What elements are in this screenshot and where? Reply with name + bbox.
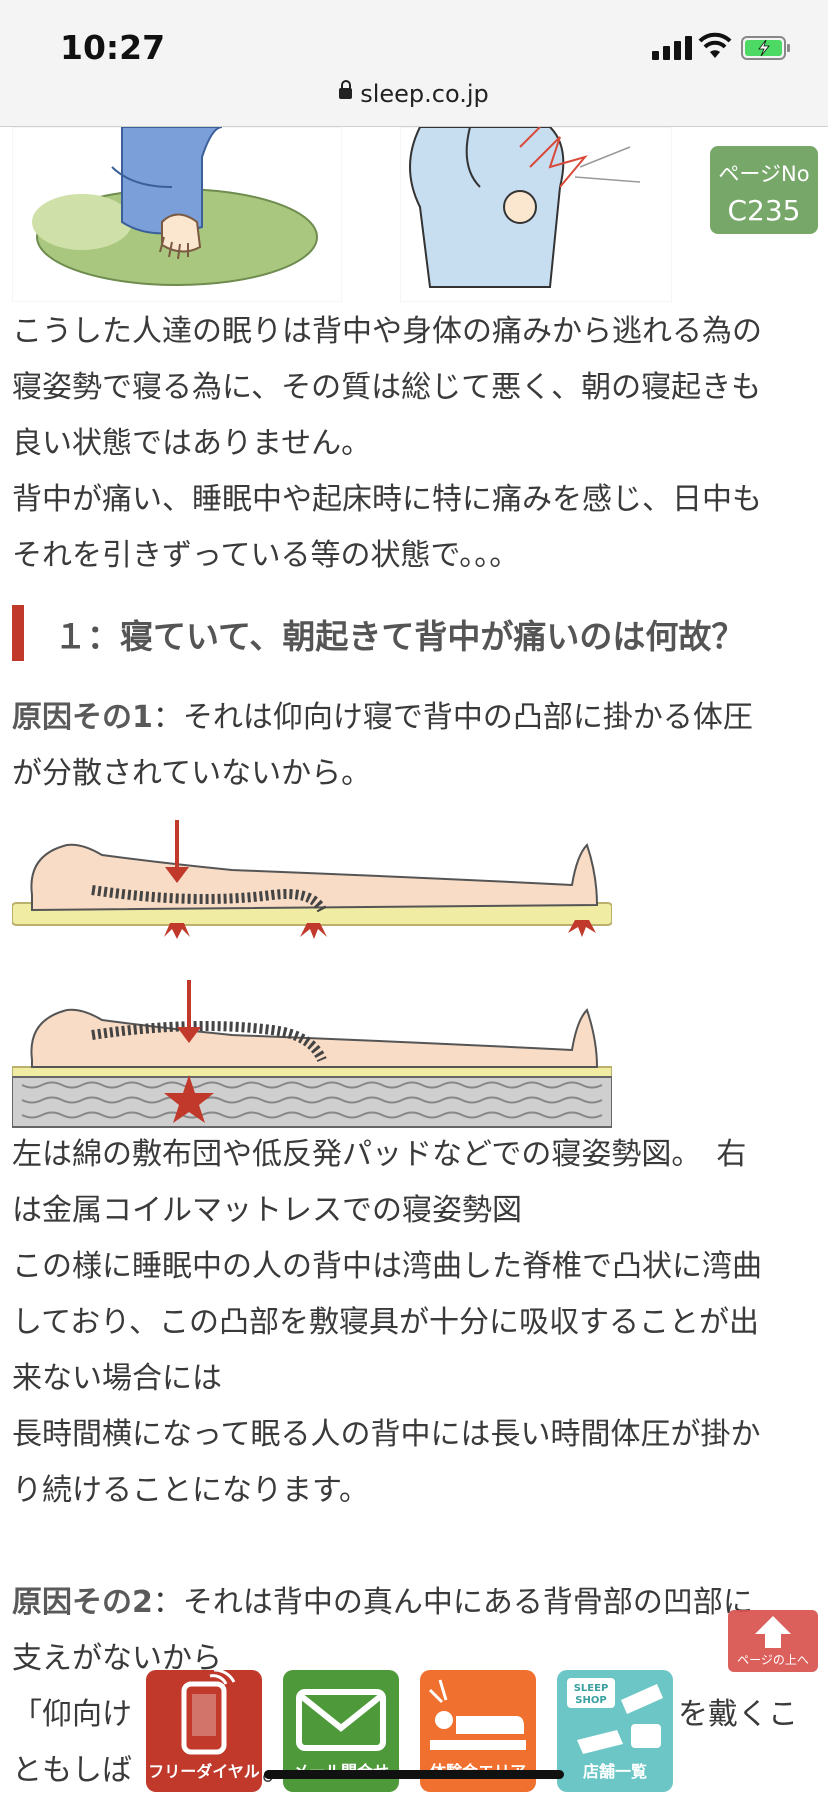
cause2-text: ：それは背中の真ん中にある背骨部の凹部に [152, 1585, 753, 1620]
free-dial-label: フリーダイヤル [148, 1762, 260, 1781]
store-list-label: 店舗一覧 [582, 1762, 647, 1781]
cause2-text-line2: 支えがないから [12, 1641, 222, 1676]
page-number-badge: ページNo C235 [710, 146, 818, 234]
cause2-label: 原因その2 [12, 1585, 153, 1620]
obscured-text: ともしば [12, 1753, 132, 1788]
futon-sleeping-posture-figure [12, 820, 612, 939]
cellular-signal-icon [652, 36, 692, 60]
explain-line: 長時間横になって眠る人の背中には長い時間体圧が掛か [12, 1417, 761, 1452]
intro-line: それを引きずっている等の状態で。。。 [12, 538, 520, 573]
clock: 10:27 [60, 28, 166, 67]
home-indicator[interactable] [264, 1770, 564, 1779]
obscured-paragraph: 「仰向け 中 を戴くこ ともしば 。 [12, 1687, 818, 1799]
explanation-paragraph: この様に睡眠中の人の背中は湾曲した脊椎で凸状に湾曲 しており、この凸部を敷寝具が… [12, 1239, 818, 1519]
svg-text:SLEEP: SLEEP [574, 1683, 609, 1694]
cause1-paragraph: 原因その1：それは仰向け寝で背中の凸部に掛かる体圧 が分散されていないから。 [12, 690, 818, 802]
page-top-label: ページの上へ [737, 1653, 809, 1667]
caption-line: 左は綿の敷布団や低反発パッドなどでの寝姿勢図。 右 [12, 1137, 747, 1172]
figure-caption: 左は綿の敷布団や低反発パッドなどでの寝姿勢図。 右 は金属コイルマットレスでの寝… [12, 1127, 818, 1239]
person-lying-icon [428, 1679, 526, 1750]
intro-line: 背中が痛い、睡眠中や起床時に特に痛みを感じ、日中も [12, 482, 762, 517]
section-heading: １：寝ていて、朝起きて背中が痛いのは何故？ [12, 605, 828, 661]
cause1-label: 原因その1 [12, 700, 153, 735]
cause2-paragraph: 原因その2：それは背中の真ん中にある背骨部の凹部に 支えがないから [12, 1575, 818, 1687]
envelope-icon [296, 1689, 386, 1751]
page-top-button[interactable]: ページの上へ [728, 1610, 818, 1672]
wifi-icon [698, 32, 732, 58]
obscured-text: を戴くこ [678, 1697, 798, 1732]
url-text: sleep.co.jp [360, 80, 489, 108]
lock-icon [339, 79, 353, 99]
page-no-value: C235 [727, 194, 801, 227]
intro-line: 良い状態ではありません。 [12, 426, 372, 461]
cause1-text: ：それは仰向け寝で背中の凸部に掛かる体圧 [152, 700, 753, 735]
arrow-up-icon [755, 1616, 791, 1648]
intro-line: こうした人達の眠りは背中や身体の痛みから逃れる為の [12, 314, 762, 349]
battery-charging-icon [741, 36, 790, 60]
illustration-back-pain [400, 127, 672, 302]
free-dial-button[interactable]: フリーダイヤル [146, 1670, 262, 1792]
store-list-button[interactable]: SLEEP SHOP 店舗一覧 [557, 1670, 673, 1792]
address-bar[interactable]: sleep.co.jp [0, 79, 828, 108]
explain-line: 来ない場合には [12, 1361, 222, 1396]
intro-line: 寝姿勢で寝る為に、その質は総じて悪く、朝の寝起きも [12, 370, 762, 405]
illustration-person-in-bed [12, 127, 342, 302]
obscured-text: 「仰向け [12, 1697, 132, 1732]
intro-paragraph: こうした人達の眠りは背中や身体の痛みから逃れる為の 寝姿勢で寝る為に、その質は総… [12, 304, 818, 584]
status-bar: 10:27 sleep.co.jp [0, 0, 828, 127]
explain-line: り続けることになります。 [12, 1473, 369, 1508]
explain-line: しており、この凸部を敷寝具が十分に吸収することが出 [12, 1305, 759, 1340]
svg-text:SHOP: SHOP [575, 1695, 606, 1706]
caption-line: は金属コイルマットレスでの寝姿勢図 [12, 1193, 522, 1228]
cause1-text-line2: が分散されていないから。 [12, 756, 372, 791]
sleep-shop-logo-icon: SLEEP SHOP [567, 1678, 663, 1754]
page-no-label: ページNo [718, 162, 810, 186]
explain-line: この様に睡眠中の人の背中は湾曲した脊椎で凸状に湾曲 [12, 1249, 762, 1284]
section-heading-text: １：寝ていて、朝起きて背中が痛いのは何故？ [54, 617, 745, 656]
coil-mattress-posture-figure [12, 980, 612, 1128]
smartphone-icon [181, 1670, 236, 1755]
